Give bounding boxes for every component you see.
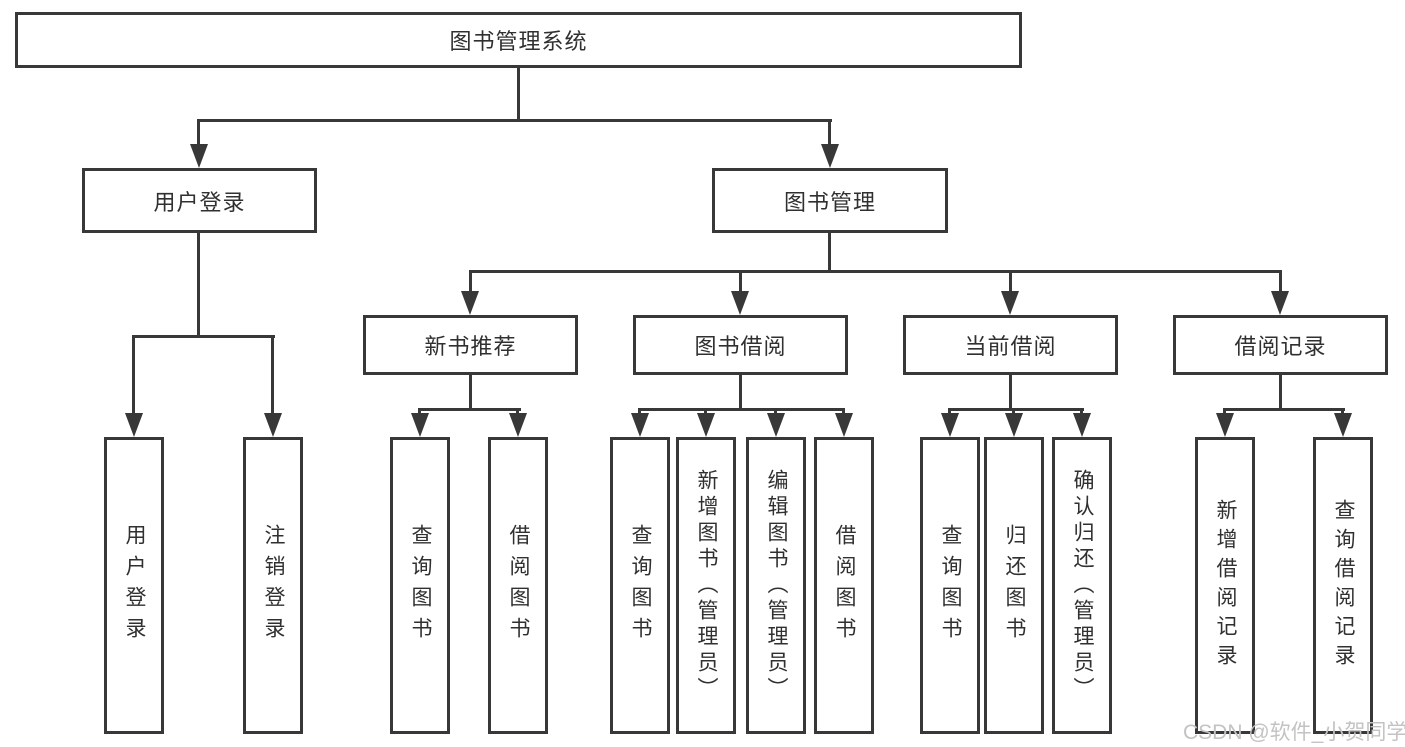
node-current-borrow: 当前借阅 (903, 315, 1118, 375)
node-borrow-records-label: 借阅记录 (1234, 334, 1327, 359)
connector-drop-level3 (469, 270, 472, 294)
arrow-down-icon (1073, 413, 1091, 437)
leaf-borrow-books-1-label: 借阅图书 (507, 523, 530, 648)
arrow-down-icon (1005, 413, 1023, 437)
arrow-down-icon (731, 291, 749, 315)
leaf-borrow-books-1: 借阅图书 (488, 437, 548, 734)
connector-user-login-rail (132, 335, 275, 338)
connector-current-borrow-rail (948, 408, 1084, 411)
arrow-down-icon (821, 144, 839, 168)
leaf-borrow-books-2: 借阅图书 (814, 437, 874, 734)
connector-root-stem (517, 68, 520, 120)
arrow-down-icon (1216, 413, 1234, 437)
node-user-login-label: 用户登录 (153, 189, 246, 215)
connector-book-management-stem (828, 233, 831, 272)
connector-drop-leaf (271, 335, 274, 415)
connector-drop-level3 (1279, 270, 1282, 294)
arrow-down-icon (125, 413, 143, 437)
arrow-down-icon (411, 413, 429, 437)
arrow-down-icon (461, 291, 479, 315)
connector-drop-leaf (132, 335, 135, 415)
connector-drop-user-login (197, 119, 200, 147)
arrow-down-icon (767, 413, 785, 437)
leaf-add-borrow-record: 新增借阅记录 (1195, 437, 1255, 734)
node-current-borrow-label: 当前借阅 (964, 334, 1057, 359)
leaf-return-books: 归还图书 (984, 437, 1044, 734)
leaf-query-books-1: 查询图书 (390, 437, 450, 734)
connector-borrow-records-stem (1279, 375, 1282, 410)
leaf-query-books-3: 查询图书 (920, 437, 980, 734)
arrow-down-icon (1334, 413, 1352, 437)
node-new-book-recommend: 新书推荐 (363, 315, 578, 375)
node-new-book-recommend-label: 新书推荐 (424, 334, 517, 359)
node-book-management-label: 图书管理 (783, 189, 876, 215)
connector-current-borrow-stem (1009, 375, 1012, 410)
connector-level2-rail (197, 119, 832, 122)
node-root-label: 图书管理系统 (449, 29, 588, 54)
leaf-edit-books-admin: 编辑图书（管理员） (746, 437, 806, 734)
node-root: 图书管理系统 (15, 12, 1022, 68)
connector-drop-book-management (828, 119, 831, 147)
connector-book-borrow-stem (739, 375, 742, 410)
leaf-query-borrow-record: 查询借阅记录 (1313, 437, 1373, 734)
csdn-watermark: CSDN @软件_小贺同学 (1183, 721, 1405, 744)
leaf-edit-books-admin-label: 编辑图书（管理员） (765, 468, 788, 703)
leaf-logout: 注销登录 (243, 437, 303, 734)
arrow-down-icon (1001, 291, 1019, 315)
leaf-logout-label: 注销登录 (262, 523, 285, 648)
arrow-down-icon (697, 413, 715, 437)
connector-level3-rail (469, 270, 1282, 273)
leaf-query-books-1-label: 查询图书 (409, 523, 432, 648)
connector-drop-level3 (739, 270, 742, 294)
connector-user-login-stem (197, 233, 200, 335)
connector-new-book-stem (469, 375, 472, 410)
leaf-add-borrow-record-label: 新增借阅记录 (1214, 498, 1237, 673)
leaf-confirm-return-admin-label: 确认归还（管理员） (1071, 468, 1094, 703)
leaf-borrow-books-2-label: 借阅图书 (833, 523, 856, 648)
leaf-query-books-2: 查询图书 (610, 437, 670, 734)
node-borrow-records: 借阅记录 (1173, 315, 1388, 375)
leaf-add-books-admin: 新增图书（管理员） (676, 437, 736, 734)
node-book-borrow: 图书借阅 (633, 315, 848, 375)
node-book-management: 图书管理 (712, 168, 948, 233)
connector-borrow-records-rail (1223, 408, 1345, 411)
connector-book-borrow-rail (638, 408, 845, 411)
connector-new-book-rail (418, 408, 521, 411)
leaf-return-books-label: 归还图书 (1003, 523, 1026, 648)
leaf-query-borrow-record-label: 查询借阅记录 (1332, 498, 1355, 673)
arrow-down-icon (264, 413, 282, 437)
arrow-down-icon (835, 413, 853, 437)
node-book-borrow-label: 图书借阅 (694, 334, 787, 359)
leaf-query-books-2-label: 查询图书 (629, 523, 652, 648)
arrow-down-icon (631, 413, 649, 437)
arrow-down-icon (190, 144, 208, 168)
leaf-add-books-admin-label: 新增图书（管理员） (695, 468, 718, 703)
leaf-user-login-label: 用户登录 (123, 523, 146, 648)
leaf-query-books-3-label: 查询图书 (939, 523, 962, 648)
arrow-down-icon (509, 413, 527, 437)
arrow-down-icon (941, 413, 959, 437)
leaf-confirm-return-admin: 确认归还（管理员） (1052, 437, 1112, 734)
leaf-user-login: 用户登录 (104, 437, 164, 734)
node-user-login: 用户登录 (82, 168, 317, 233)
arrow-down-icon (1271, 291, 1289, 315)
connector-drop-level3 (1009, 270, 1012, 294)
